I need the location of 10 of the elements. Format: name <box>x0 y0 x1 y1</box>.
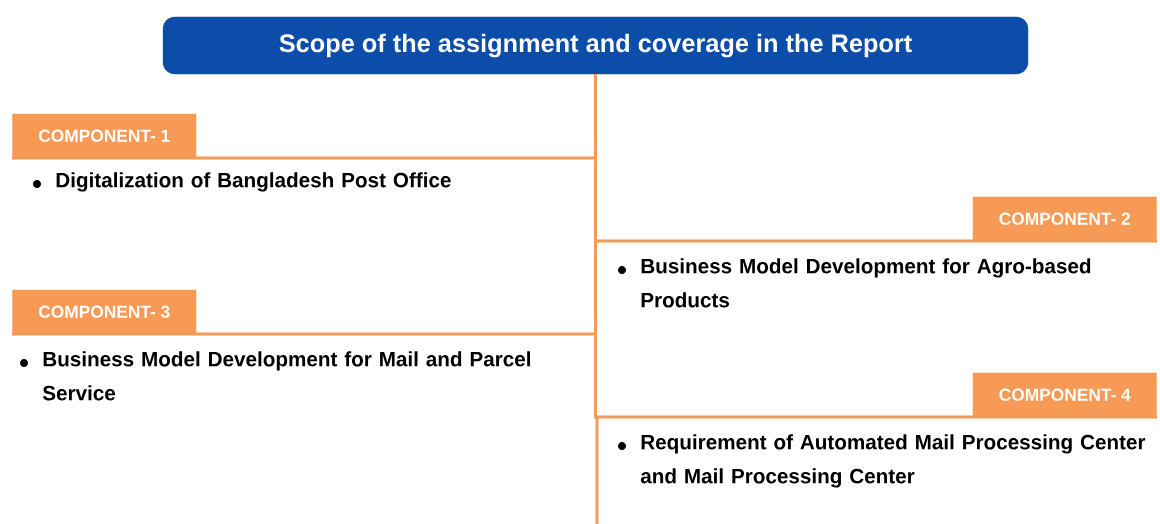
bullet-text: Business Model Development for Agro-based Products <box>641 258 1091 308</box>
title-banner: Scope of the assignment and coverage in the Report <box>162 16 1029 75</box>
component-label: COMPONENT- 1 <box>12 113 197 158</box>
bullet-text: Business Model Development for Mail and Parcel Service <box>42 351 530 401</box>
bullet-text: Digitalization of Bangladesh Post Office <box>56 172 451 192</box>
component-label: COMPONENT- 3 <box>12 289 197 334</box>
bullet-text: Requirement of Automated Mail Processing Center and Mail Processing Center <box>640 434 1146 488</box>
component-label: COMPONENT- 4 <box>972 372 1157 417</box>
connector-line <box>594 74 1157 419</box>
component-label: COMPONENT- 2 <box>972 196 1157 241</box>
